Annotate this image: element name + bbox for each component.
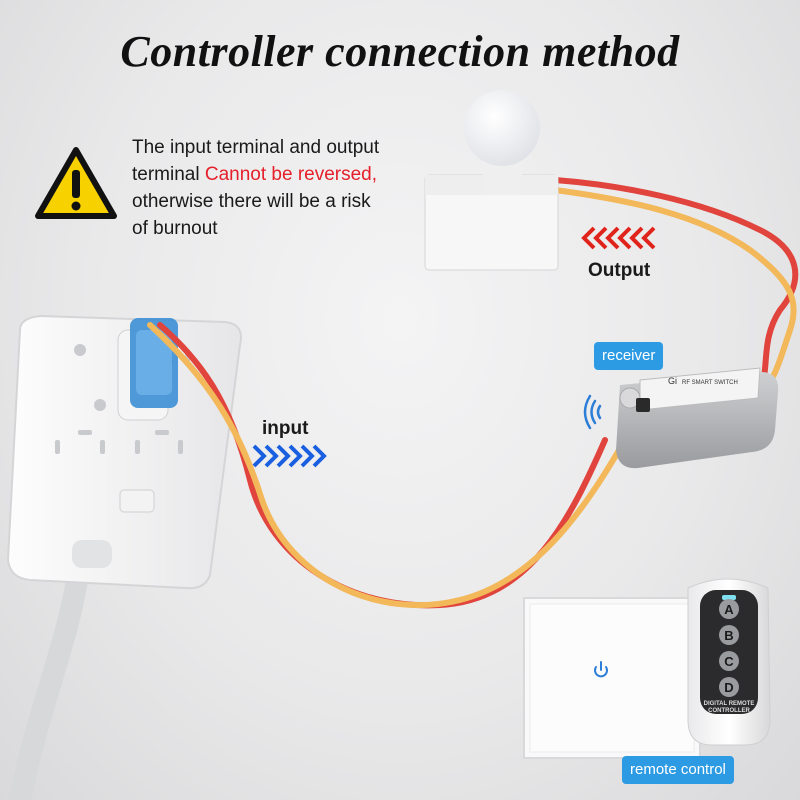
remote-control-badge: remote control: [622, 756, 734, 784]
warning-text: The input terminal and output terminal C…: [132, 134, 422, 242]
touch-wall-switch: [523, 597, 701, 759]
remote-control: [687, 578, 771, 746]
receiver-module: Gi RF SMART SWITCH: [616, 367, 779, 469]
receiver-model: RF SMART SWITCH: [682, 380, 738, 386]
input-arrows: [252, 444, 327, 468]
warning-line-4: of burnout: [132, 218, 218, 239]
power-icon: [594, 661, 608, 678]
receiver-badge: receiver: [594, 342, 664, 370]
light-bulb: [424, 90, 559, 271]
warning-line-1: The input terminal and output: [132, 137, 380, 158]
receiver-brand: Gi: [668, 376, 677, 386]
wifi-signal-icon: [583, 394, 602, 430]
wires: [147, 177, 799, 609]
warning-highlight: Cannot be reversed,: [204, 164, 378, 185]
input-label: input: [262, 418, 309, 439]
warning-line-3: otherwise there will be a risk: [132, 191, 371, 212]
warning-triangle-icon: [35, 147, 117, 219]
page-title: Controller connection method: [120, 27, 680, 76]
power-cable: [9, 549, 91, 800]
warning-line-2: terminal Cannot be reversed,: [132, 164, 378, 185]
output-label: Output: [588, 260, 651, 281]
power-strip: [6, 314, 242, 590]
output-arrows: [581, 226, 656, 250]
